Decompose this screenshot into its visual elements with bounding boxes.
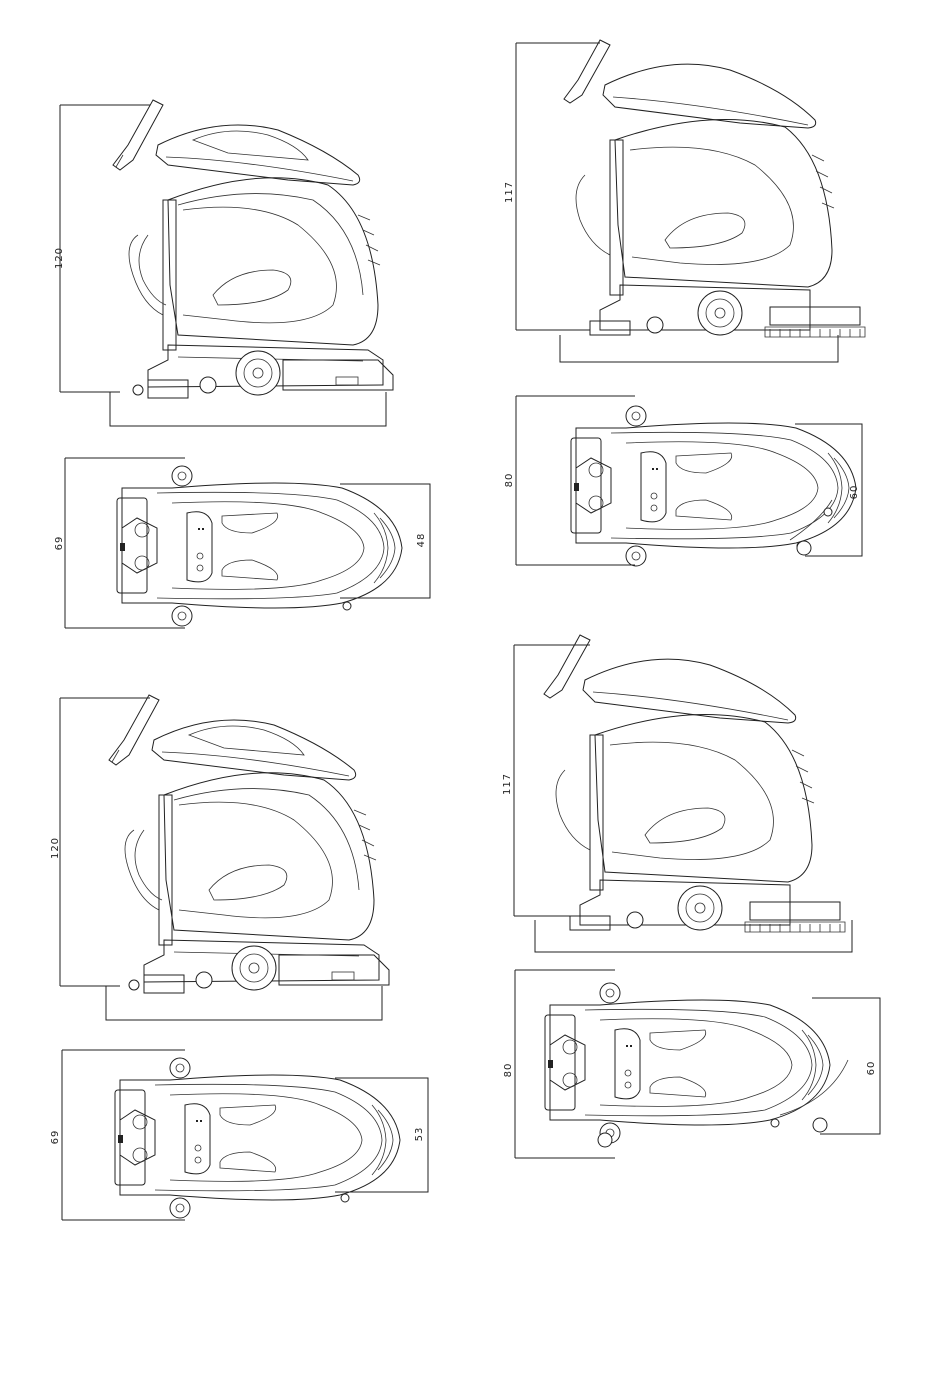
- dim-width-3: 69: [50, 1130, 61, 1145]
- dim-body-2: 60: [849, 485, 860, 500]
- dim-width-1: 69: [54, 536, 65, 551]
- side-view-2: 117: [504, 40, 865, 362]
- dim-height-4: 117: [502, 773, 513, 795]
- top-view-3: 69 53: [50, 1050, 428, 1220]
- dim-height-1: 120: [54, 247, 65, 269]
- dim-body-3: 53: [414, 1127, 425, 1142]
- dim-height-3: 120: [50, 837, 61, 859]
- top-view-4: 80 60: [503, 970, 880, 1158]
- dim-body-4: 60: [866, 1061, 877, 1076]
- dim-height-2: 117: [504, 181, 515, 203]
- dim-body-1: 48: [416, 533, 427, 548]
- side-view-4: 117: [502, 635, 852, 952]
- top-view-1: 69 48: [54, 458, 430, 628]
- side-view-1: 120: [54, 100, 393, 426]
- dim-width-4: 80: [503, 1063, 514, 1078]
- side-view-3: 120: [50, 695, 389, 1020]
- top-view-2: 80 60: [504, 396, 862, 566]
- dim-width-2: 80: [504, 473, 515, 488]
